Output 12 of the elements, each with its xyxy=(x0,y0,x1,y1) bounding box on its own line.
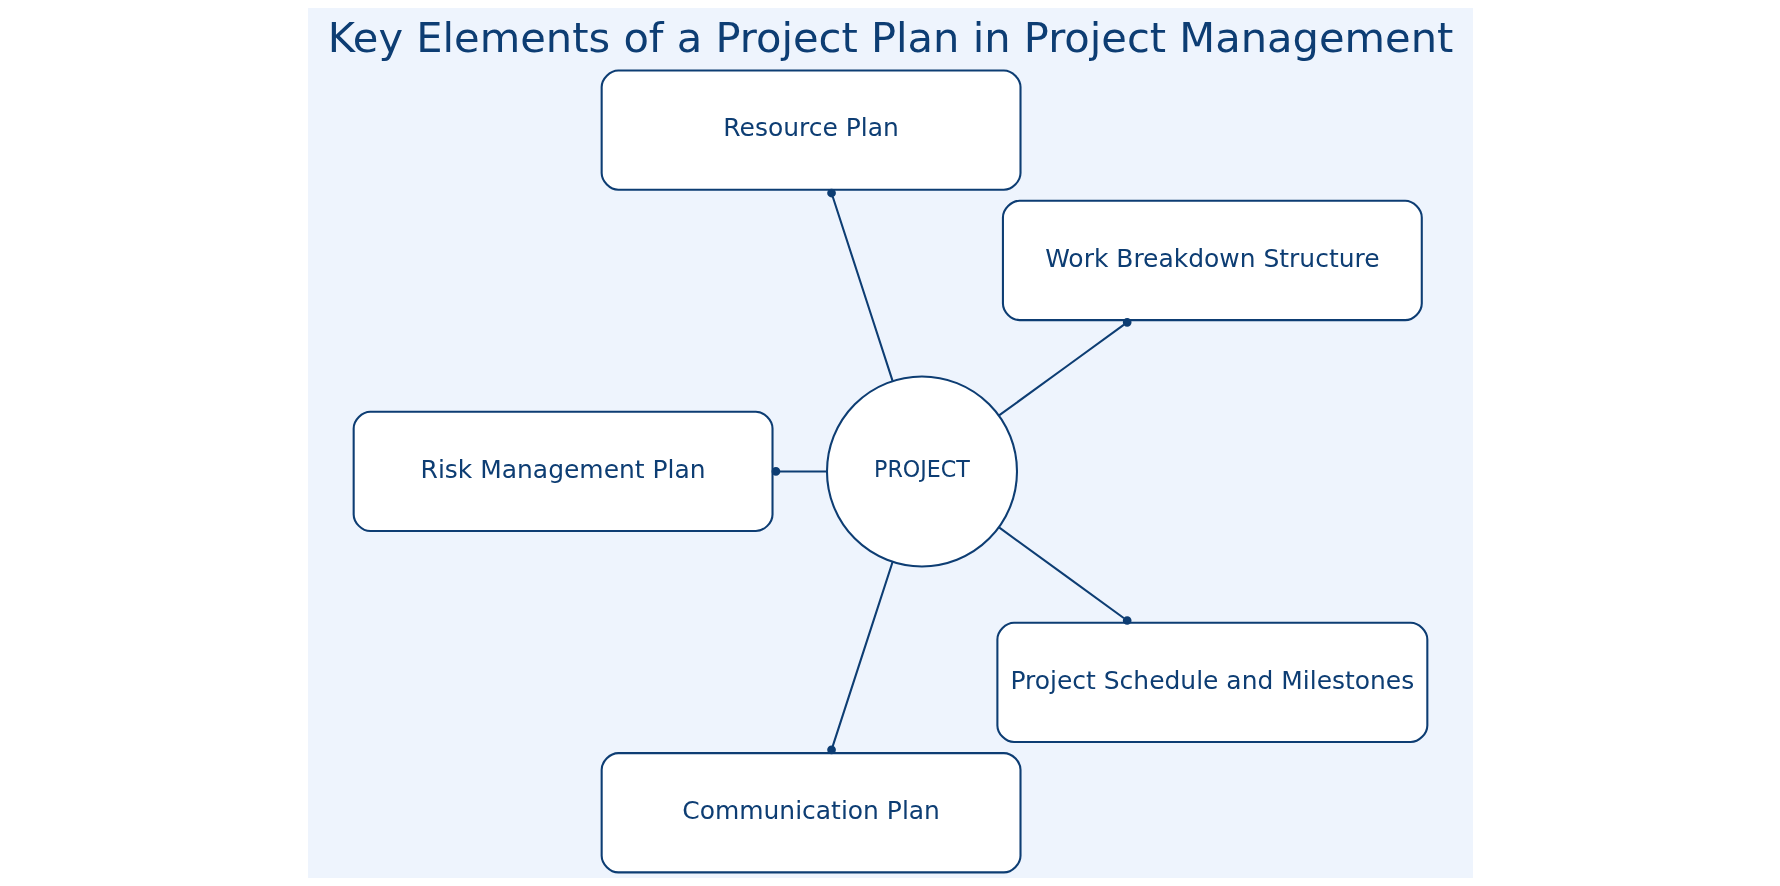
diagram-title: Key Elements of a Project Plan in Project Management xyxy=(327,13,1453,63)
connector xyxy=(826,561,894,755)
node-box: Work Breakdown Structure xyxy=(1001,199,1423,322)
connector xyxy=(826,188,894,382)
node-box: Communication Plan xyxy=(600,752,1022,874)
node-circle: PROJECT xyxy=(825,375,1018,568)
connector xyxy=(771,467,827,476)
node-box: Risk Management Plan xyxy=(352,410,774,533)
connector xyxy=(997,526,1132,625)
node-box: Project Schedule and Milestones xyxy=(995,621,1428,744)
node-box: Resource Plan xyxy=(600,69,1022,191)
connector xyxy=(997,318,1132,417)
